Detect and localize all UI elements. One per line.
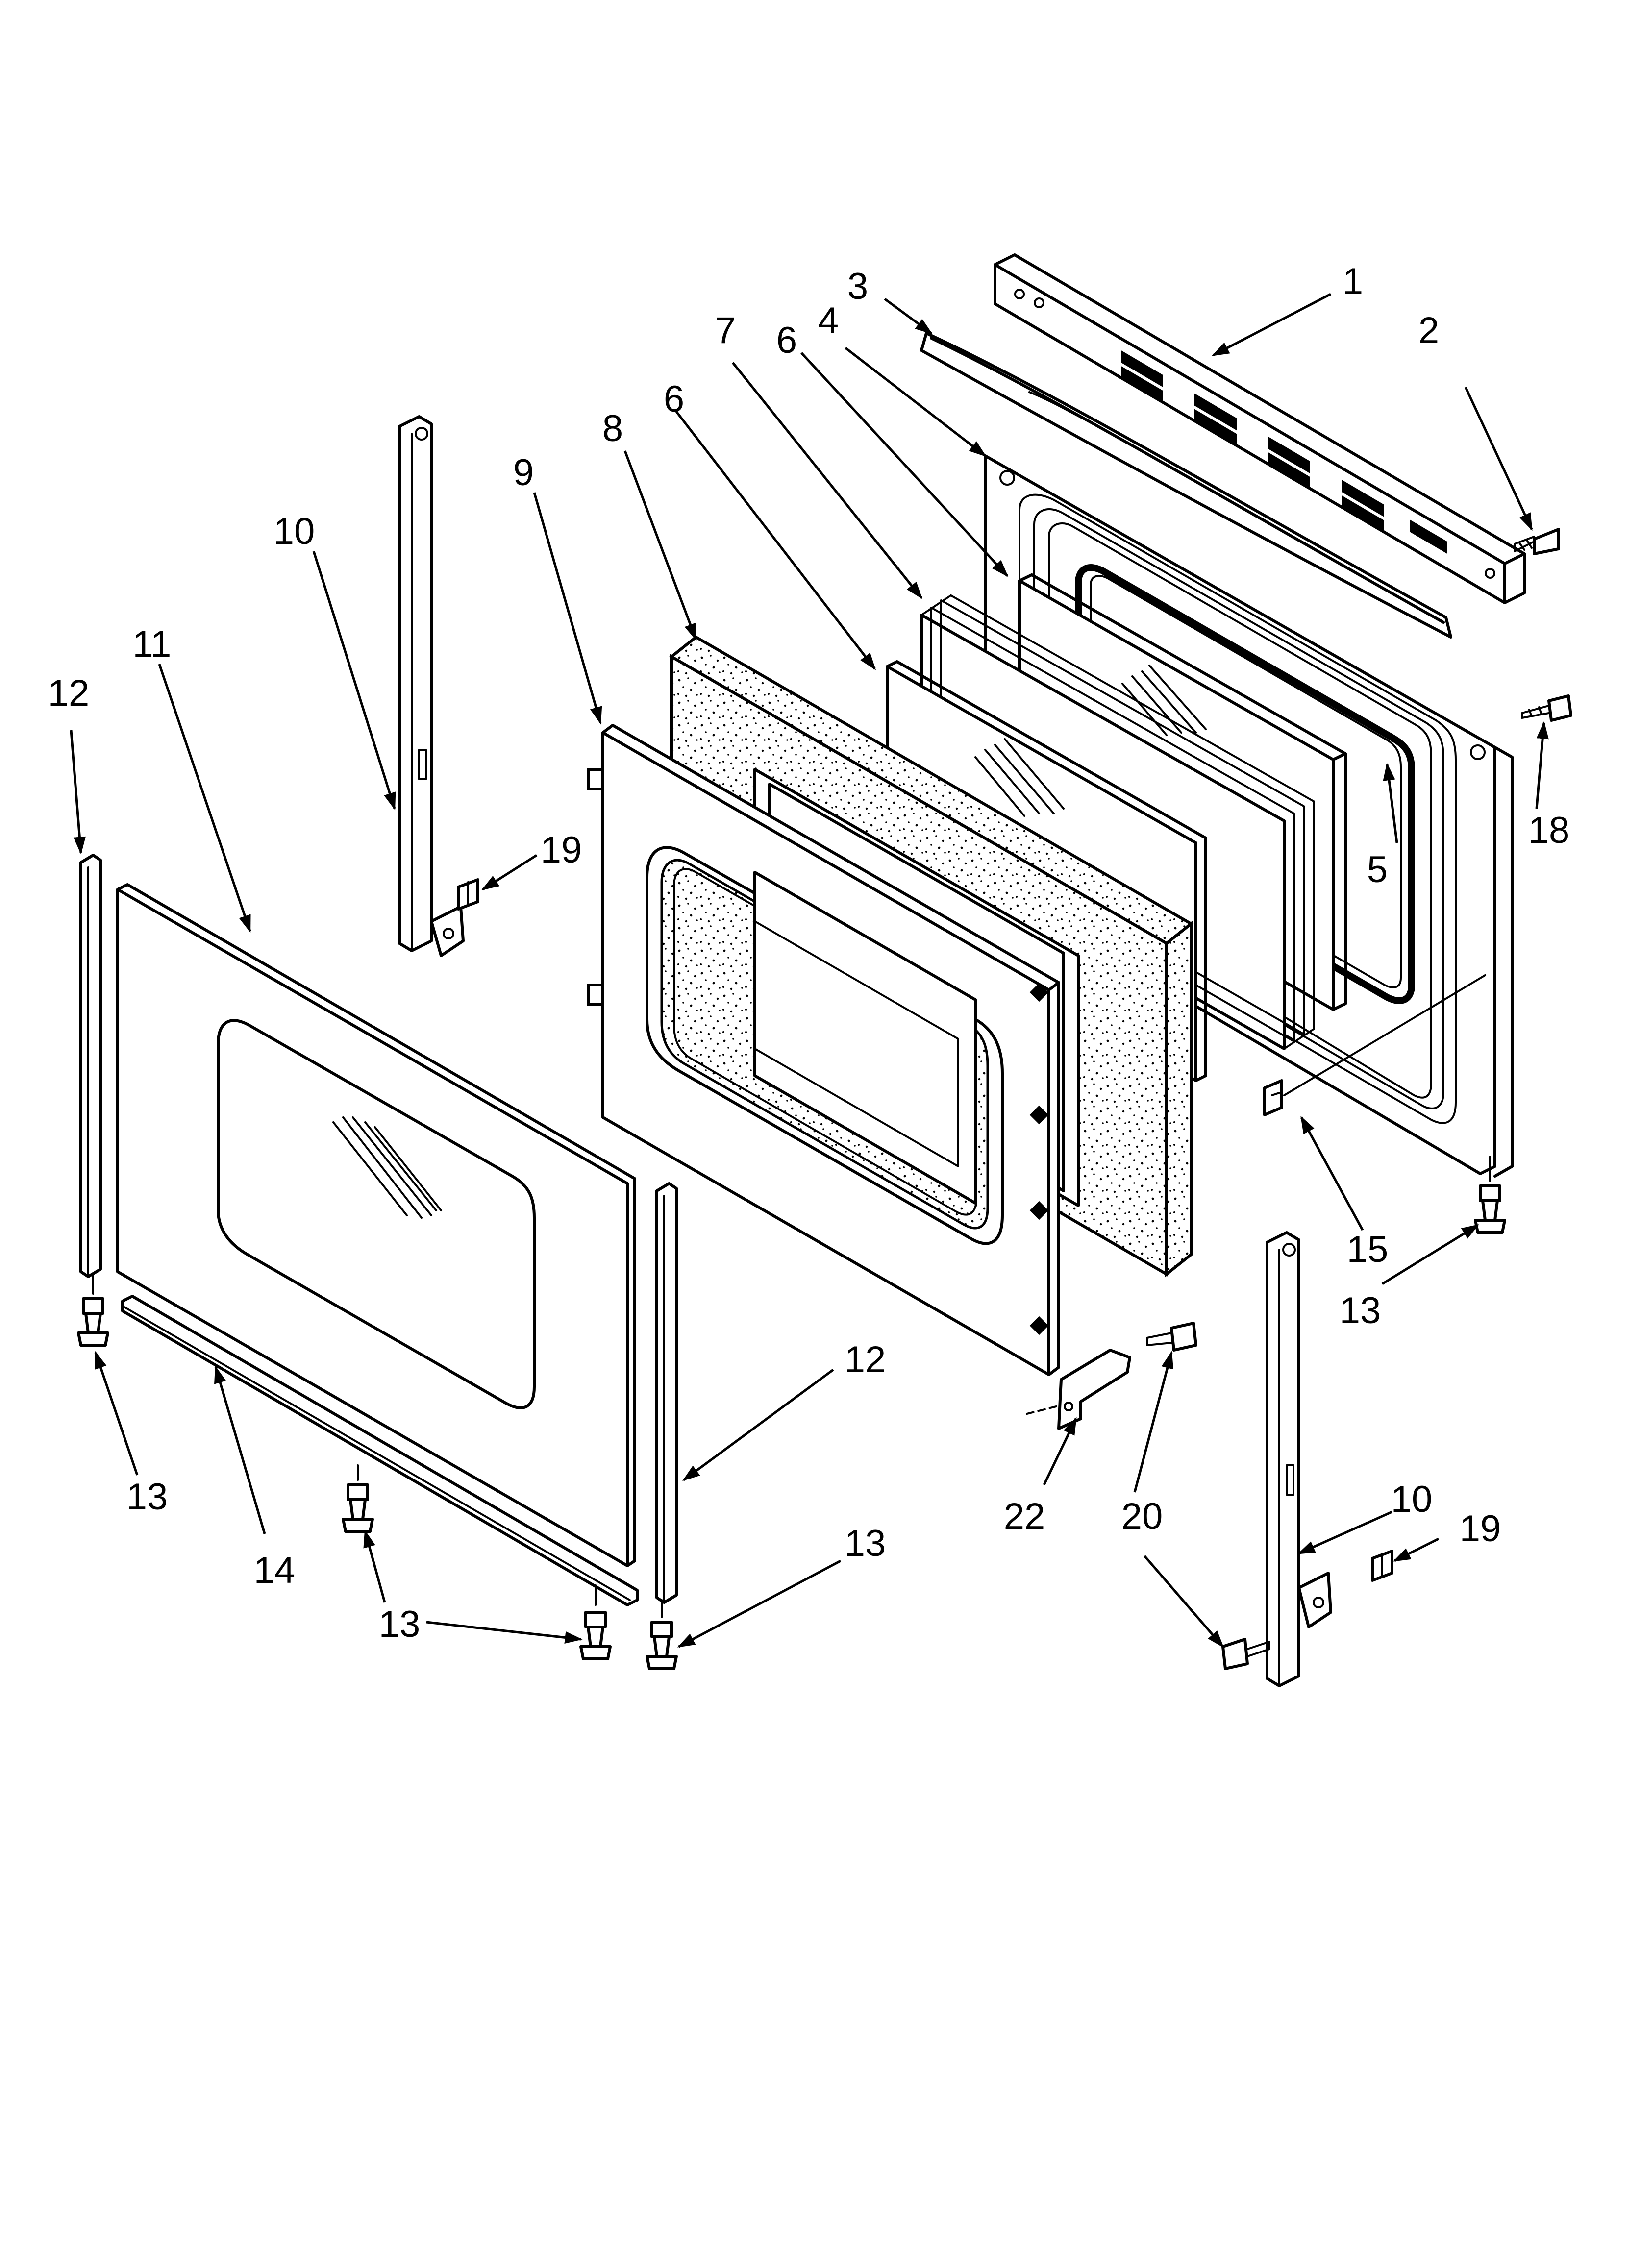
callout-20: 20 (1121, 1496, 1163, 1537)
leader-lines (70, 293, 1549, 1648)
callout-13b: 13 (379, 1603, 421, 1645)
callout-13c: 13 (845, 1523, 886, 1564)
part-13-screw-left (77, 1273, 109, 1347)
glass-glare-front (974, 738, 1065, 817)
part-13-screw-center (342, 1464, 374, 1533)
callout-7: 7 (715, 310, 736, 351)
part-20-screw-lower (1221, 1638, 1270, 1670)
part-12-left-trim (79, 854, 102, 1278)
callout-19b: 19 (1460, 1508, 1501, 1550)
callout-1: 1 (1343, 261, 1363, 302)
part-18-screw (1521, 694, 1572, 722)
callout-13a: 13 (126, 1476, 168, 1518)
outer-glass-glare (332, 1116, 442, 1219)
callout-15: 15 (1347, 1229, 1389, 1270)
callout-18: 18 (1528, 810, 1570, 851)
callout-6a: 6 (776, 320, 797, 361)
callout-10a: 10 (274, 511, 315, 552)
part-19-clip-upper (457, 878, 479, 911)
part-13-screw-bottom-b (646, 1599, 678, 1670)
part-10-right-hinge (1266, 1231, 1332, 1687)
part-10-left-hinge (398, 415, 465, 957)
part-22-bracket (1026, 1349, 1131, 1430)
callout-12a: 12 (48, 672, 90, 714)
callout-22: 22 (1004, 1496, 1045, 1537)
callout-4: 4 (818, 300, 839, 342)
callout-3: 3 (847, 266, 868, 307)
callout-2: 2 (1418, 310, 1439, 351)
part-9-door-liner (587, 724, 1060, 1376)
liner-tabs (1029, 983, 1049, 1335)
part-20-screw-upper (1146, 1322, 1197, 1352)
glass-glare-rear (1121, 665, 1207, 736)
callout-11: 11 (133, 623, 172, 665)
part-11-outer-door-panel (116, 883, 636, 1567)
part-1-vent-trim (994, 253, 1526, 604)
callout-labels: 1 2 3 4 5 6 6 7 8 9 10 10 11 12 12 13 13… (48, 261, 1570, 1645)
part-14-bottom-trim (121, 1295, 639, 1606)
part-15-latch-clip (1263, 1079, 1283, 1116)
callout-9: 9 (513, 452, 534, 493)
part-2-screw (1514, 528, 1560, 555)
callout-13d: 13 (1340, 1290, 1381, 1331)
callout-12b: 12 (845, 1339, 886, 1381)
part-19-clip-lower (1371, 1550, 1393, 1582)
callout-6b: 6 (664, 378, 684, 420)
part-3-handle (920, 332, 1452, 639)
part-12-right-trim (655, 1182, 678, 1604)
vent-slots (1121, 350, 1447, 554)
part-13-screw-bottom-a (579, 1584, 612, 1660)
callout-8: 8 (602, 408, 623, 449)
callout-14: 14 (254, 1550, 296, 1591)
callout-5: 5 (1367, 849, 1388, 890)
callout-10b: 10 (1391, 1479, 1433, 1520)
callout-19a: 19 (541, 829, 582, 871)
